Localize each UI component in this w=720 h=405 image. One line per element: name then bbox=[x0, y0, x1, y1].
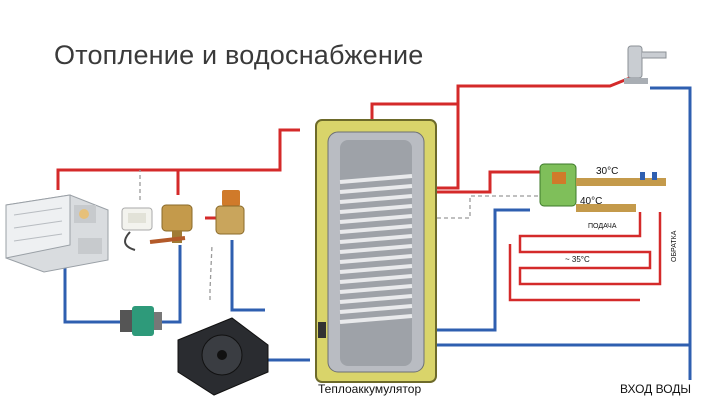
boiler-icon bbox=[5, 194, 109, 273]
faucet-icon bbox=[624, 45, 667, 84]
tank-label: Теплоаккумулятор bbox=[318, 382, 422, 396]
floor-temp-label: ~ 35°C bbox=[565, 255, 590, 264]
tank bbox=[315, 119, 437, 383]
control-lines bbox=[139, 170, 540, 300]
fan-heater-icon bbox=[177, 317, 269, 396]
temp-30-label: 30°C bbox=[596, 166, 618, 177]
manifold-icon bbox=[539, 163, 666, 212]
hot-pipes bbox=[56, 76, 631, 220]
thermostatic-valve-icon bbox=[121, 207, 153, 251]
return-label: ОБРАТКА bbox=[671, 230, 678, 262]
cold-pipes bbox=[63, 86, 692, 380]
underfloor-loop-icon bbox=[508, 212, 662, 302]
water-inlet-label: ВХОД ВОДЫ bbox=[620, 382, 692, 396]
page-title: Отопление и водоснабжение bbox=[54, 40, 424, 70]
temp-40-label: 40°C bbox=[580, 196, 602, 207]
circulation-pump-icon bbox=[120, 306, 162, 336]
mixing-valve-icon bbox=[215, 190, 245, 235]
supply-label: ПОДАЧА bbox=[588, 223, 617, 230]
mixing-valve-icon bbox=[149, 204, 193, 244]
